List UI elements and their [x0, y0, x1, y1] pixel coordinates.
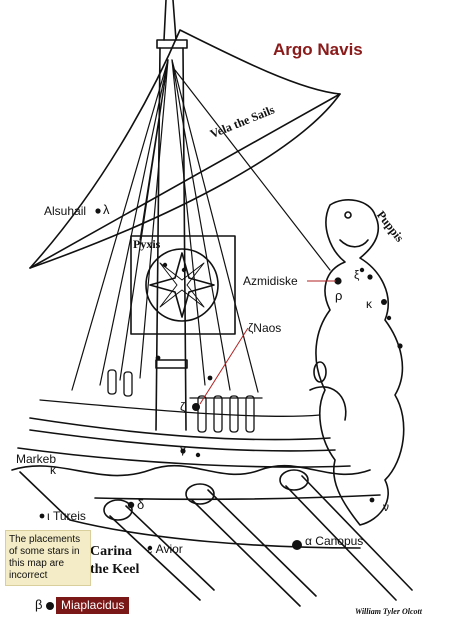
map-title: Argo Navis: [273, 40, 363, 59]
star-label-zeta: ζ: [180, 400, 186, 414]
rigging: [71, 59, 331, 393]
vela-sail: [29, 29, 341, 269]
star-label-rho: ρ: [335, 288, 343, 303]
star-label-azmidiske: Azmidiske: [243, 274, 298, 288]
puppis-stern: [309, 199, 405, 526]
star-label-canopus: α Canopus: [305, 534, 364, 548]
star-label-lambda: λ: [103, 202, 110, 217]
naos-pointer: [199, 327, 249, 405]
star-label-gamma: γ: [180, 442, 186, 456]
pyxis-compass: [130, 235, 236, 335]
placement-note: The placements of some stars in this map…: [5, 530, 91, 586]
deck-rail: [39, 369, 321, 433]
oars: [103, 469, 413, 607]
star-label-nu: ν: [383, 500, 389, 514]
star-dots: [39, 208, 403, 610]
star-label-avior: ε Avior: [147, 542, 183, 556]
star-label-beta: β: [35, 597, 43, 612]
mast: [155, 0, 188, 431]
star-label-xi: ξ: [354, 268, 360, 282]
star-label-markeb: Markeb: [16, 452, 57, 466]
artist-credit: William Tyler Olcott: [355, 607, 422, 616]
star-label-kappa-puppis: κ: [366, 297, 372, 311]
star-label-tureis: ι Tureis: [47, 509, 86, 523]
pyxis-label: Pyxis: [133, 237, 161, 251]
star-label-delta: δ: [137, 497, 145, 512]
carina-label: Carina: [90, 544, 132, 559]
hull: [11, 417, 381, 549]
carina-label-sub: the Keel: [90, 562, 140, 577]
star-label-naos: ζNaos: [248, 321, 282, 335]
miaplacidus-badge: Miaplacidus: [56, 597, 130, 614]
star-label-alsuhail: Alsuhail: [44, 204, 87, 218]
star-label-kappa-vela: κ: [50, 463, 56, 477]
